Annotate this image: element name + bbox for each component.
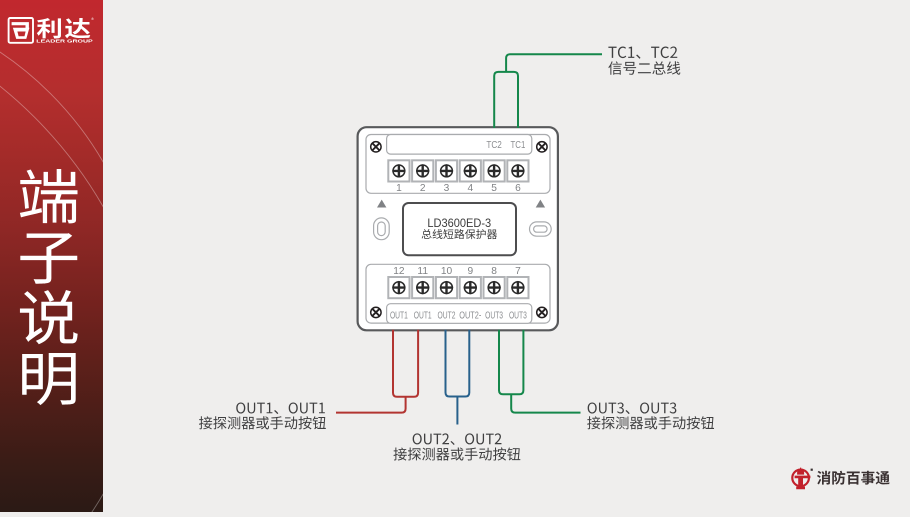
svg-text:1: 1 xyxy=(396,183,402,194)
svg-text:12: 12 xyxy=(393,266,405,277)
svg-text:OUT3: OUT3 xyxy=(509,310,527,321)
svg-text:OUT2-: OUT2- xyxy=(459,310,481,321)
svg-text:OUT3: OUT3 xyxy=(485,310,503,321)
svg-text:7: 7 xyxy=(515,266,521,277)
svg-text:9: 9 xyxy=(467,266,473,277)
svg-text:3: 3 xyxy=(444,183,450,194)
svg-text:2: 2 xyxy=(420,183,426,194)
svg-text:6: 6 xyxy=(515,183,521,194)
svg-text:TC1: TC1 xyxy=(511,140,526,151)
svg-text:4: 4 xyxy=(467,183,473,194)
svg-text:OUT1: OUT1 xyxy=(414,310,432,321)
svg-text:LEADER GROUP: LEADER GROUP xyxy=(36,38,93,43)
svg-text:TC2: TC2 xyxy=(486,140,502,151)
svg-text:OUT2: OUT2 xyxy=(438,310,456,321)
svg-text:8: 8 xyxy=(491,266,497,277)
svg-text:5: 5 xyxy=(491,183,497,194)
svg-text:10: 10 xyxy=(441,266,453,277)
svg-text:OUT1: OUT1 xyxy=(390,310,408,321)
svg-text:11: 11 xyxy=(417,266,428,277)
svg-text:LD3600ED-3: LD3600ED-3 xyxy=(427,217,491,230)
